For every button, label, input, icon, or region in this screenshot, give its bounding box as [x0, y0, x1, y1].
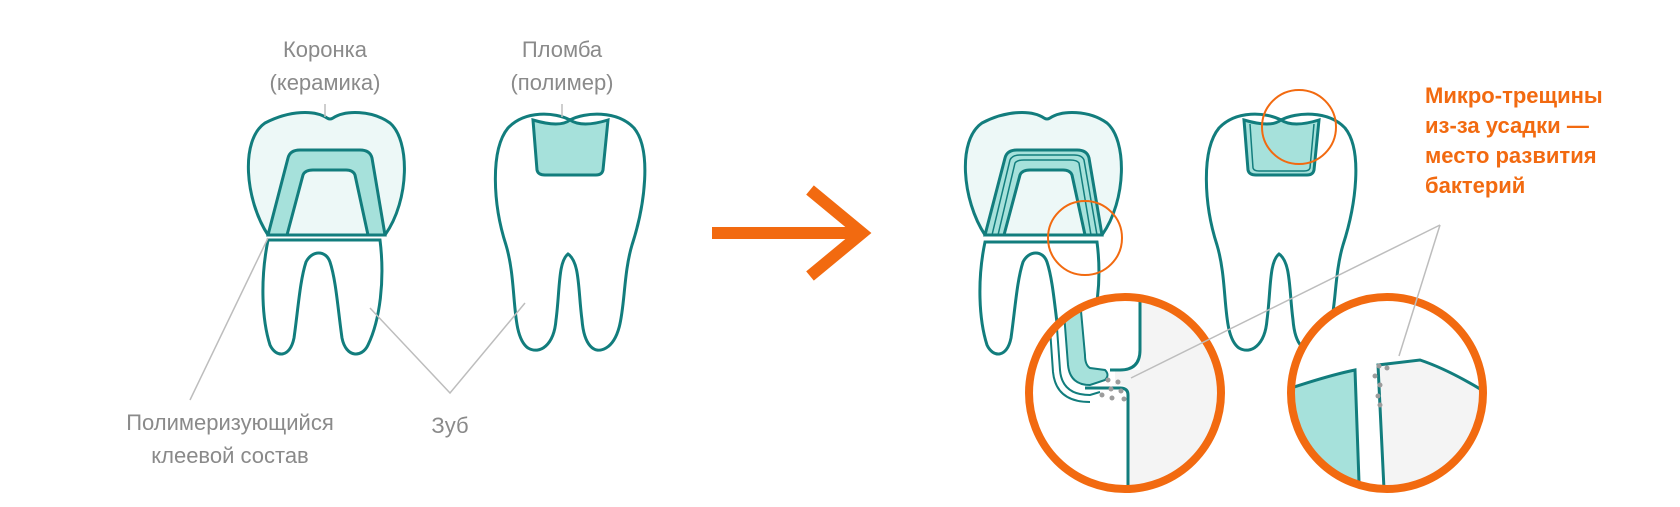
filling-polymer — [531, 117, 610, 177]
tooth-with-filling-before — [493, 112, 647, 352]
adhesive-label: Полимеризующийся — [126, 410, 334, 435]
crown-label: Коронка — [283, 37, 368, 62]
tooth-root-body — [261, 238, 384, 356]
microcrack-note-line1: Микро-трещины — [1425, 83, 1603, 108]
filling-shrunk — [1242, 117, 1321, 177]
tooth-with-filling-after — [1204, 89, 1358, 352]
bacteria-dots — [1099, 377, 1127, 402]
magnified-crown-crack — [1025, 293, 1225, 493]
magnified-filling-crack — [1287, 293, 1487, 493]
crack-lines — [991, 154, 1098, 236]
filling-label: Пломба — [522, 37, 603, 62]
microcrack-note-line2: из-за усадки — — [1425, 113, 1589, 138]
transition-arrow — [712, 185, 872, 281]
microcrack-note-line4: бактерий — [1425, 173, 1525, 198]
adhesive-label-2: клеевой состав — [151, 443, 309, 468]
filling-material-label: (полимер) — [510, 70, 613, 95]
leader-lines — [189, 104, 1441, 401]
crown-adhesive-shrunk — [983, 148, 1104, 237]
crown-material-label: (керамика) — [270, 70, 381, 95]
bacteria-dots — [1372, 363, 1390, 408]
tooth-label: Зуб — [431, 413, 468, 438]
tooth-outline — [493, 112, 647, 352]
filling-gap-line — [1249, 123, 1315, 172]
filling-crack-highlight — [1261, 89, 1337, 165]
crown-crack-highlight — [1047, 200, 1123, 276]
microcrack-note-line3: место развития — [1425, 143, 1597, 168]
magnified-adhesive — [1061, 299, 1109, 387]
crown-adhesive-layer — [266, 148, 387, 237]
tooth-with-crown-before — [247, 111, 406, 356]
